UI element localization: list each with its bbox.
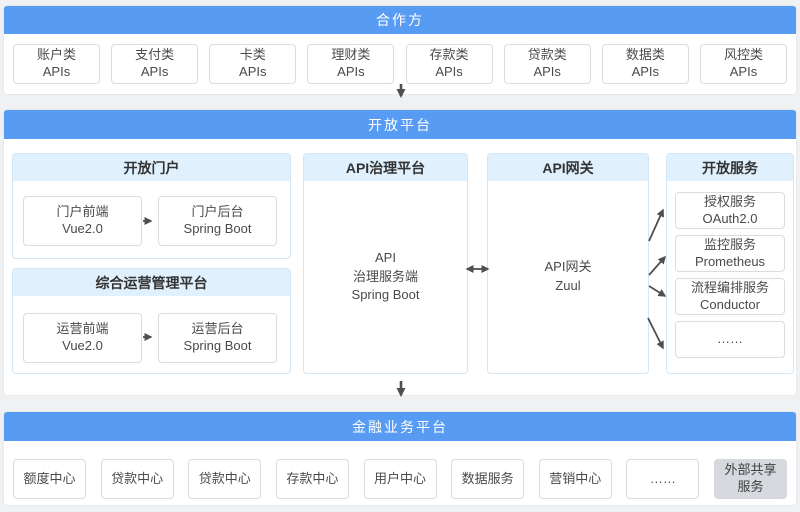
auth-service-box: 授权服务 OAuth2.0 [675,192,785,229]
partner-api-box: 卡类 APIs [209,44,297,84]
monitor-service-box: 监控服务 Prometheus [675,235,785,272]
portal-frontend-box: 门户前端 Vue2.0 [23,196,142,246]
partners-section: 合作方 账户类 APIs 支付类 APIs 卡类 APIs 理财类 APIs 存… [3,5,797,95]
financial-center-box: 贷款中心 [100,459,174,499]
financial-center-box: 存款中心 [275,459,349,499]
financial-center-box: 用户中心 [363,459,437,499]
ops-management-panel: 综合运营管理平台 运营前端 Vue2.0 运营后台 Spring Boot [12,268,291,374]
open-platform-section: 开放平台 开放门户 门户前端 Vue2.0 门户后台 Spring Boot 综… [3,109,797,396]
orchestration-service-box: 流程编排服务 Conductor [675,278,785,315]
open-platform-header: 开放平台 [4,110,796,139]
financial-center-row: 额度中心 贷款中心 贷款中心 存款中心 用户中心 数据服务 营销中心 …… 外部… [13,459,787,499]
partners-header: 合作方 [4,6,796,34]
api-governance-title: API治理平台 [304,154,467,181]
api-governance-panel: API治理平台 API 治理服务端 Spring Boot [303,153,468,374]
ops-frontend-box: 运营前端 Vue2.0 [23,313,142,363]
partner-api-box: 账户类 APIs [13,44,100,84]
partner-api-box: 理财类 APIs [307,44,395,84]
portal-backend-box: 门户后台 Spring Boot [158,196,277,246]
api-gateway-panel: API网关 API网关 Zuul [487,153,649,374]
financial-center-box: …… [626,459,700,499]
financial-center-box: 贷款中心 [188,459,262,499]
api-gateway-title: API网关 [488,154,648,181]
open-portal-panel: 开放门户 门户前端 Vue2.0 门户后台 Spring Boot [12,153,291,259]
partner-api-box: 风控类 APIs [699,44,787,84]
financial-center-box: 营销中心 [538,459,612,499]
financial-center-box: 额度中心 [13,459,86,499]
open-services-panel: 开放服务 授权服务 OAuth2.0 监控服务 Prometheus 流程编排服… [666,153,794,374]
partner-api-box: 贷款类 APIs [503,44,591,84]
external-shared-service-box: 外部共享 服务 [714,459,787,499]
partner-api-box: 数据类 APIs [601,44,689,84]
partner-api-box: 支付类 APIs [111,44,199,84]
api-gateway-body: API网关 Zuul [544,259,592,293]
more-services-box: …… [675,321,785,358]
ops-management-title: 综合运营管理平台 [13,269,290,296]
partner-api-box: 存款类 APIs [405,44,493,84]
financial-platform-header: 金融业务平台 [4,412,796,441]
open-portal-title: 开放门户 [13,154,290,181]
ops-backend-box: 运营后台 Spring Boot [158,313,277,363]
api-governance-body: API 治理服务端 Spring Boot [351,249,420,303]
financial-center-box: 数据服务 [451,459,525,499]
partners-api-row: 账户类 APIs 支付类 APIs 卡类 APIs 理财类 APIs 存款类 A… [13,44,787,84]
open-services-title: 开放服务 [667,154,793,181]
financial-platform-section: 金融业务平台 额度中心 贷款中心 贷款中心 存款中心 用户中心 数据服务 营销中… [3,411,797,506]
